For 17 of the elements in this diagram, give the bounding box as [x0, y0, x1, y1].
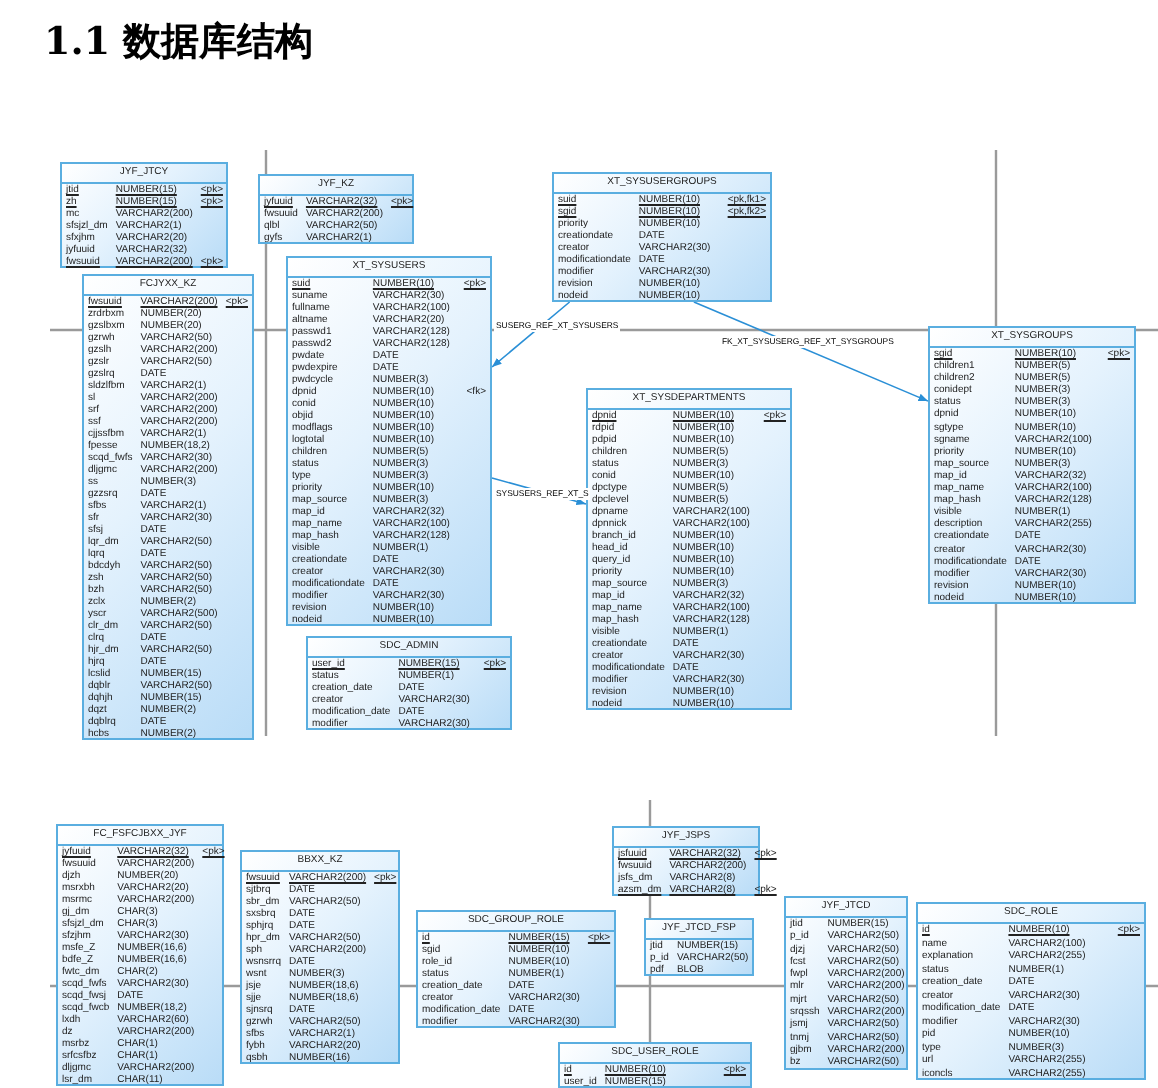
title: 1.1 数据库结构 [44, 18, 314, 68]
table-box [306, 636, 512, 730]
table-box [928, 326, 1136, 605]
table-box [784, 896, 908, 1070]
table-box [240, 850, 400, 1064]
table-box [286, 256, 492, 626]
table-box [82, 274, 254, 740]
table-box [644, 918, 754, 976]
table-box [416, 910, 616, 1028]
arrow [693, 301, 929, 402]
table-box [258, 174, 414, 244]
table-box [586, 388, 792, 710]
table-box [558, 1042, 752, 1088]
table-box [56, 824, 224, 1086]
table-box [552, 172, 772, 302]
table-box [916, 902, 1146, 1080]
table-box [60, 162, 228, 268]
